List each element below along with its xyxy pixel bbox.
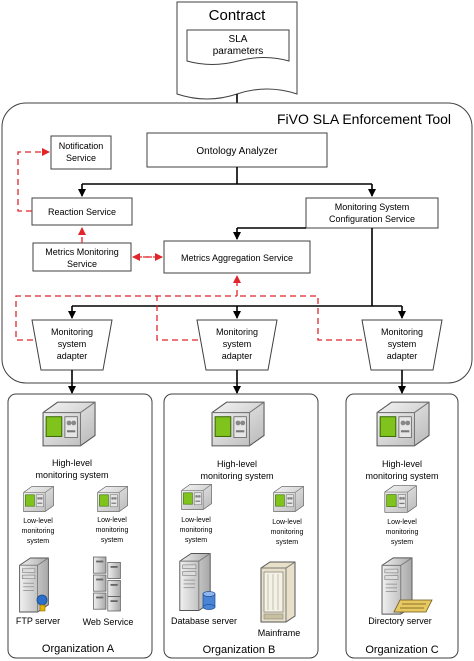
org-a-low-level-monitor-icon-1 <box>23 486 54 512</box>
org-b-low1-line1: Low-level <box>181 517 211 524</box>
org-b-low1-line3: system <box>185 537 207 544</box>
adapter-a: Monitoring system adapter <box>31 319 113 371</box>
org-b-server1-label: Database server <box>171 616 237 626</box>
org-c-high-level-line1: High-level <box>382 459 422 469</box>
metrics-monitoring-line2: Service <box>67 259 97 269</box>
reaction-service-label: Reaction Service <box>48 207 116 217</box>
msc-service-line1: Monitoring System <box>335 202 410 212</box>
org-c-high-level-monitor-icon <box>376 401 430 447</box>
feedback-lines <box>15 148 362 341</box>
monitoring-system-configuration-service-box <box>305 197 439 229</box>
control-flow-lines <box>68 167 406 394</box>
sla-parameters-line2: parameters <box>213 46 264 57</box>
reaction-service-box <box>31 197 133 226</box>
org-a-low-level-monitor-icon-2 <box>97 486 128 512</box>
adapter-c: Monitoring system adapter <box>361 319 443 371</box>
org-b-low2-line3: system <box>276 539 298 546</box>
org-b-low2-line2: monitoring <box>271 529 304 536</box>
adapter-b: Monitoring system adapter <box>196 319 278 371</box>
contract-title: Contract <box>209 7 267 24</box>
directory-card-icon <box>393 599 433 613</box>
org-a-high-level-line1: High-level <box>52 458 92 468</box>
org-a-low2-line1: Low-level <box>97 517 127 524</box>
msc-service-line2: Configuration Service <box>329 214 415 224</box>
org-a-low1-line3: system <box>27 538 49 545</box>
notification-service-box <box>50 135 112 170</box>
metrics-monitoring-line1: Metrics Monitoring <box>45 247 119 257</box>
adapter-c-line1: Monitoring <box>381 327 423 337</box>
adapter-b-line3: adapter <box>222 351 253 361</box>
org-a-low2-line3: system <box>101 537 123 544</box>
org-b-high-level-line1: High-level <box>217 459 257 469</box>
org-c-server1-label: Directory server <box>368 616 432 626</box>
org-a-high-level-monitor-icon <box>42 401 96 447</box>
notification-service-line2: Service <box>66 153 96 163</box>
adapter-a-line3: adapter <box>57 351 88 361</box>
org-b-low-level-monitor-icon-1 <box>181 484 212 510</box>
database-cylinder-icon <box>202 591 216 610</box>
organization-a-label: Organization A <box>42 643 115 655</box>
org-a-server1-label: FTP server <box>16 616 60 626</box>
org-a-high-level-line2: monitoring system <box>35 470 108 480</box>
organization-c-panel <box>345 393 459 659</box>
adapter-b-line2: system <box>223 339 252 349</box>
organization-c-label: Organization C <box>365 644 438 656</box>
mainframe-icon <box>260 561 296 623</box>
org-a-server2-label: Web Service <box>83 617 134 627</box>
org-b-low-level-monitor-icon-2 <box>273 486 304 512</box>
adapter-b-line1: Monitoring <box>216 327 258 337</box>
org-b-high-level-line2: monitoring system <box>200 471 273 481</box>
sla-parameters-line1: SLA <box>229 34 248 45</box>
org-c-low-line2: monitoring <box>386 529 419 536</box>
org-b-low1-line2: monitoring <box>180 527 213 534</box>
adapter-a-line1: Monitoring <box>51 327 93 337</box>
org-c-low-line3: system <box>391 539 413 546</box>
org-b-server2-label: Mainframe <box>258 628 301 638</box>
adapter-a-line2: system <box>58 339 87 349</box>
org-c-low-level-monitor-icon <box>384 485 417 513</box>
metrics-aggregation-label: Metrics Aggregation Service <box>181 253 293 263</box>
organization-b-label: Organization B <box>203 644 276 656</box>
contract-document-icon <box>186 29 290 65</box>
org-a-low2-line2: monitoring <box>96 527 129 534</box>
org-b-high-level-monitor-icon <box>211 401 265 447</box>
org-a-low1-line1: Low-level <box>23 518 53 525</box>
contract-section: Contract SLA parameters <box>176 1 298 100</box>
ontology-analyzer-label: Ontology Analyzer <box>196 146 278 157</box>
notification-service-line1: Notification <box>59 141 104 151</box>
adapter-c-line2: system <box>388 339 417 349</box>
tool-title: FiVO SLA Enforcement Tool <box>277 111 451 127</box>
adapter-c-line3: adapter <box>387 351 418 361</box>
org-c-high-level-line2: monitoring system <box>365 471 438 481</box>
ftp-globe-icon <box>36 594 48 612</box>
metrics-aggregation-service-box <box>163 240 311 274</box>
org-c-low-line1: Low-level <box>387 519 417 526</box>
org-a-low1-line2: monitoring <box>22 528 55 535</box>
org-b-low2-line1: Low-level <box>272 519 302 526</box>
